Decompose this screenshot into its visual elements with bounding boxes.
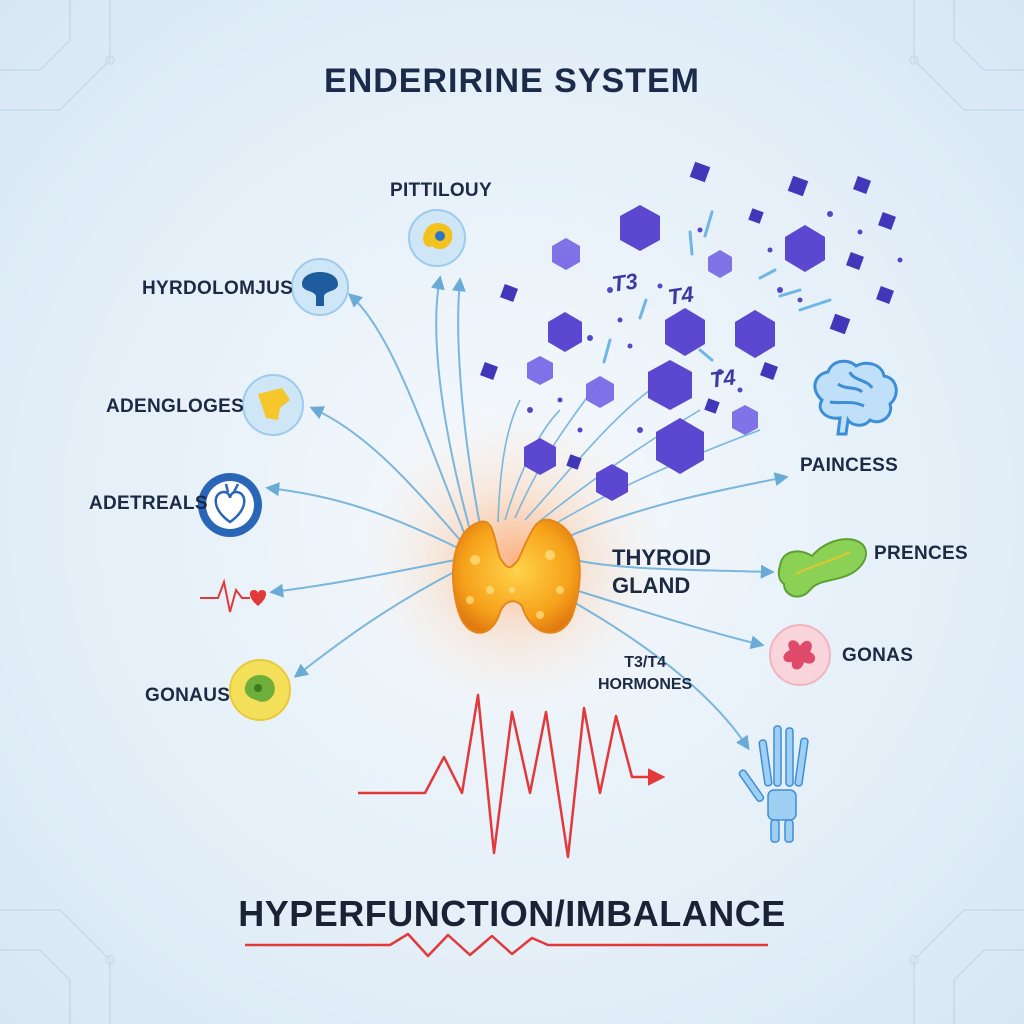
heart-icon <box>198 473 262 537</box>
hormone-tag-t4: T4 <box>666 281 696 310</box>
label-thyroid-gland: THYROID GLAND <box>612 544 711 600</box>
label-adrenals: ADETREALS <box>89 493 208 514</box>
hormone-tag-t4-secondary: T4 <box>708 364 738 393</box>
label-thyroid-line2: GLAND <box>612 573 691 598</box>
pituitary-icon <box>408 209 466 267</box>
bottom-underline <box>245 932 768 958</box>
label-hormones: T3/T4 HORMONES <box>598 652 692 696</box>
page-title: ENDERIRINE SYSTEM <box>324 62 700 100</box>
hand-skeleton-icon <box>738 725 809 843</box>
thyroid-gland-shape <box>452 518 581 634</box>
gonad-icon <box>229 659 291 721</box>
ecg-trace <box>358 693 666 859</box>
label-hypothalamus: HYRDOLOMJUS <box>142 278 294 299</box>
hormone-arrows <box>265 275 789 751</box>
label-gonaus: GONAUS <box>145 685 231 706</box>
brain-icon <box>813 359 898 436</box>
label-hormones-line2: HORMONES <box>598 676 693 693</box>
hormone-particles <box>480 161 903 501</box>
label-prences: PRENCES <box>874 543 968 564</box>
label-thyroid-line1: THYROID <box>612 545 711 570</box>
label-gonas: GONAS <box>842 645 914 666</box>
pancreas-icon <box>777 538 867 598</box>
label-pituitary: PITTILOUY <box>390 180 492 201</box>
label-paincess: PAINCESS <box>800 455 899 476</box>
adrenal-icon <box>242 374 304 436</box>
cell-icon <box>769 624 831 686</box>
label-hormones-line1: T3/T4 <box>624 654 667 671</box>
label-adenoglands: ADENGLOGES <box>106 396 245 417</box>
heartbeat-icon <box>200 578 267 613</box>
hormone-tag-t3: T3 <box>610 268 640 297</box>
bottom-title: HYPERFUNCTION/IMBALANCE <box>238 893 786 934</box>
hypothalamus-icon <box>291 258 349 316</box>
